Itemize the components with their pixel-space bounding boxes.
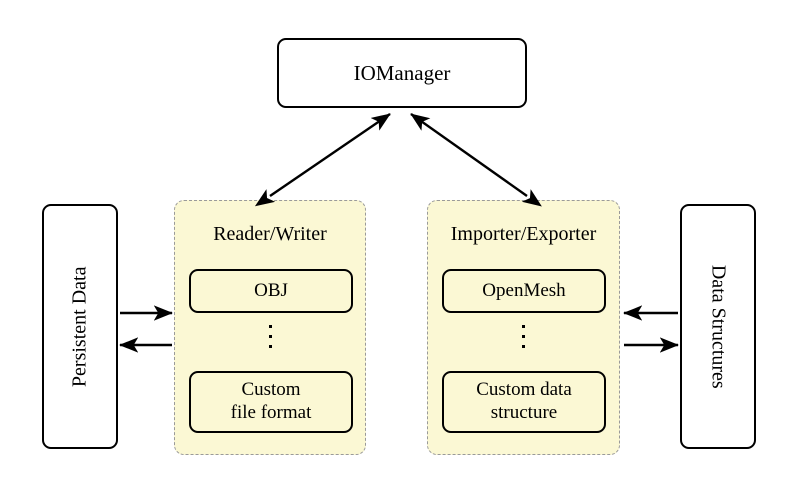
vdots-importer-exporter [428,325,619,348]
node-custom-data-structure-line1: Custom data [476,379,572,401]
arrow-iomanager-importer-exporter [410,113,542,207]
node-custom-file-format-line2: file format [230,402,312,423]
node-custom-file-format-line1: Custom [241,379,301,401]
node-custom-data-structure[interactable]: Custom data structure [442,371,606,433]
node-iomanager-label: IOManager [353,60,451,85]
node-custom-file-format-label: Custom file format [231,379,312,425]
node-custom-file-format[interactable]: Custom file format [189,371,353,433]
vdots-dot [268,325,272,328]
node-custom-data-structure-label: Custom data structure [476,379,572,425]
vdots-dot [268,345,272,348]
node-obj[interactable]: OBJ [189,269,353,313]
panel-importer-exporter-title: Importer/Exporter [450,223,597,245]
vdots-reader-writer [175,325,365,348]
node-custom-data-structure-line2: structure [490,402,558,423]
vdots-dot [522,335,525,338]
arrow-iomanager-reader-writer [254,113,391,207]
node-openmesh[interactable]: OpenMesh [442,269,606,313]
panel-importer-exporter[interactable]: Importer/Exporter OpenMesh Custom data s… [427,200,620,455]
node-iomanager[interactable]: IOManager [277,38,527,108]
node-openmesh-label: OpenMesh [482,279,566,301]
vdots-dot [522,345,525,348]
vdots-dot [268,335,272,338]
panel-reader-writer[interactable]: Reader/Writer OBJ Custom file format [174,200,366,455]
node-obj-label: OBJ [254,279,288,301]
node-persistent-data[interactable]: Persistent Data [42,204,118,449]
node-data-structures[interactable]: Data Structures [680,204,756,449]
node-data-structures-label: Data Structures [707,264,730,389]
node-persistent-data-label: Persistent Data [68,266,91,387]
vdots-dot [522,325,525,328]
panel-reader-writer-title: Reader/Writer [213,223,327,245]
